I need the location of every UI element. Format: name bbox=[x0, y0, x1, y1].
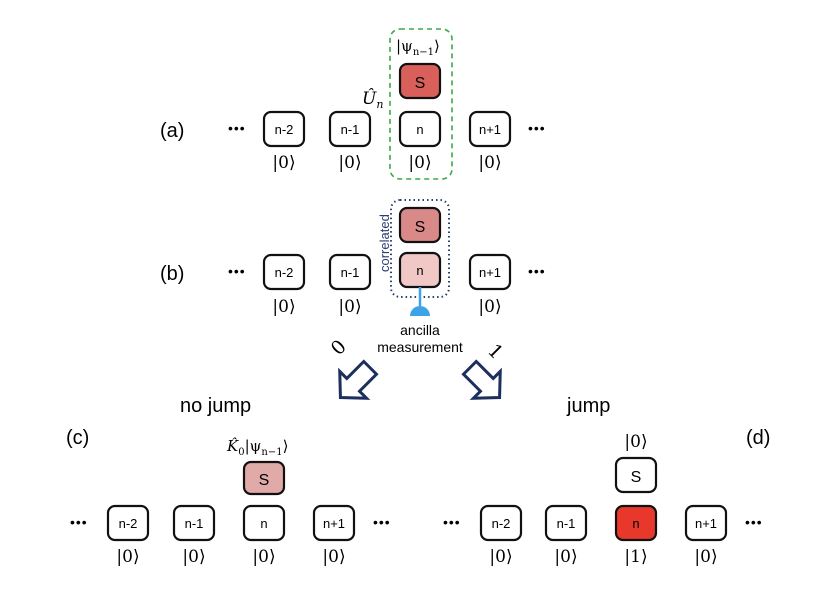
ket-label: |0⟩ bbox=[252, 547, 275, 567]
outcome-zero: 0 bbox=[327, 336, 351, 360]
panel-a-label: (a) bbox=[160, 120, 184, 142]
site-box-a-n-1 bbox=[328, 110, 372, 148]
highlight-frame bbox=[389, 28, 453, 180]
site-box-d-n+1 bbox=[684, 504, 728, 542]
site-box-a-n bbox=[398, 110, 442, 148]
ket-label: |0⟩ bbox=[694, 547, 717, 567]
ket-label: |0⟩ bbox=[182, 547, 205, 567]
ellipsis-right-d: ••• bbox=[745, 514, 763, 530]
site-label: n-1 bbox=[341, 265, 360, 280]
ket-label: |0⟩ bbox=[272, 297, 295, 317]
site-label: n-2 bbox=[492, 516, 511, 531]
no-jump-title: no jump bbox=[180, 395, 251, 417]
system-state-a: |ψn−1⟩ bbox=[396, 37, 440, 58]
site-label: n-1 bbox=[185, 516, 204, 531]
site-box-b-n+1 bbox=[468, 253, 512, 291]
panel-c-label: (c) bbox=[66, 427, 89, 449]
kraus-state-label: K̂0|ψn−1⟩ bbox=[226, 437, 288, 458]
site-label: n-1 bbox=[557, 516, 576, 531]
system-label-d: S bbox=[631, 469, 642, 486]
site-label: n-1 bbox=[341, 122, 360, 137]
site-label: n+1 bbox=[479, 265, 501, 280]
panel-d: jump (d) |0⟩ S ••• ••• n-2 n-1 n n+1 |0⟩… bbox=[443, 395, 770, 567]
site-box-b-n-1 bbox=[328, 253, 372, 291]
system-label-c: S bbox=[259, 472, 270, 489]
ket-label: |0⟩ bbox=[116, 547, 139, 567]
panel-a: (a) ••• ••• |ψn−1⟩ S Ûn n-2 n-1 n n+1 |0… bbox=[160, 28, 546, 180]
site-label: n bbox=[260, 516, 267, 531]
system-box-d bbox=[614, 456, 658, 494]
ancilla-label: ancilla bbox=[400, 322, 440, 338]
site-label: n-2 bbox=[275, 122, 294, 137]
site-box-a-n+1 bbox=[468, 110, 512, 148]
site-box-a-n-2 bbox=[262, 110, 306, 148]
ket-label: |0⟩ bbox=[408, 153, 431, 173]
system-state-d: |0⟩ bbox=[624, 432, 647, 452]
ket-label: |0⟩ bbox=[478, 153, 501, 173]
correlated-label: correlated bbox=[377, 214, 392, 272]
site-label: n-2 bbox=[275, 265, 294, 280]
ellipsis-right-b: ••• bbox=[528, 263, 546, 279]
ellipsis-left-d: ••• bbox=[443, 514, 461, 530]
site-label: n+1 bbox=[695, 516, 717, 531]
ket-label: |0⟩ bbox=[338, 297, 361, 317]
site-box-b-n-2 bbox=[262, 253, 306, 291]
site-box-c-n+1 bbox=[312, 504, 356, 542]
ket-label: |0⟩ bbox=[338, 153, 361, 173]
arrow-jump-icon bbox=[461, 359, 502, 400]
ellipsis-right-a: ••• bbox=[528, 120, 546, 136]
ket-label: |1⟩ bbox=[624, 547, 647, 567]
system-label-b: S bbox=[415, 219, 426, 236]
panel-b-label: (b) bbox=[160, 263, 184, 285]
ket-label: |0⟩ bbox=[489, 547, 512, 567]
ellipsis-right-c: ••• bbox=[373, 514, 391, 530]
site-box-c-n-1 bbox=[172, 504, 216, 542]
system-box-c bbox=[242, 460, 286, 496]
ancilla-detector-icon bbox=[410, 306, 430, 316]
panel-d-label: (d) bbox=[746, 427, 770, 449]
ellipsis-left-a: ••• bbox=[228, 120, 246, 136]
site-label: n-2 bbox=[119, 516, 138, 531]
site-label: n bbox=[632, 516, 639, 531]
jump-title: jump bbox=[566, 395, 610, 417]
panel-b: (b) ••• ••• correlated S n-2 n-1 n n+1 |… bbox=[160, 199, 546, 355]
measurement-label: measurement bbox=[377, 339, 463, 355]
ket-label: |0⟩ bbox=[478, 297, 501, 317]
system-label-a: S bbox=[415, 75, 426, 92]
outcome-one: 1 bbox=[483, 340, 507, 364]
ellipsis-left-c: ••• bbox=[70, 514, 88, 530]
arrow-no-jump-icon bbox=[338, 359, 379, 400]
site-box-d-n bbox=[614, 504, 658, 542]
site-label: n bbox=[416, 122, 423, 137]
site-box-c-n-2 bbox=[106, 504, 150, 542]
site-label: n+1 bbox=[323, 516, 345, 531]
site-label: n bbox=[416, 263, 423, 278]
site-box-c-n bbox=[242, 504, 286, 542]
ket-label: |0⟩ bbox=[322, 547, 345, 567]
system-box-a bbox=[398, 62, 442, 100]
site-box-d-n-1 bbox=[544, 504, 588, 542]
ellipsis-left-b: ••• bbox=[228, 263, 246, 279]
ket-label: |0⟩ bbox=[554, 547, 577, 567]
unitary-label: Ûn bbox=[362, 88, 383, 111]
system-box-b bbox=[398, 206, 442, 244]
panel-c: no jump (c) K̂0|ψn−1⟩ S ••• ••• n-2 n-1 … bbox=[66, 395, 391, 567]
ket-label: |0⟩ bbox=[272, 153, 295, 173]
site-label: n+1 bbox=[479, 122, 501, 137]
site-box-d-n-2 bbox=[479, 504, 523, 542]
